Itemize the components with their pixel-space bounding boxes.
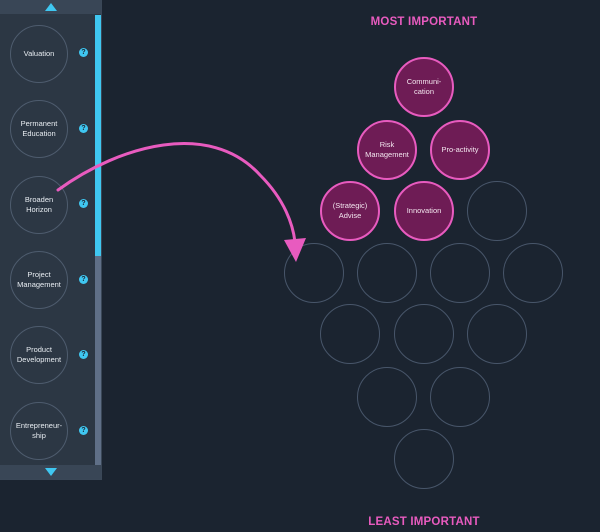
pyramid-slot[interactable] <box>357 367 417 427</box>
pyramid-slot[interactable] <box>467 304 527 364</box>
pyramid-slot[interactable]: (Strategic) Advise <box>320 181 380 241</box>
help-icon[interactable]: ? <box>79 275 88 284</box>
sidebar-item-product-development[interactable]: Product Development <box>10 326 68 384</box>
help-icon[interactable]: ? <box>79 426 88 435</box>
sidebar-item-permanent-education[interactable]: Permanent Education <box>10 100 68 158</box>
pyramid-slot[interactable] <box>430 243 490 303</box>
triangle-down-icon <box>45 468 57 476</box>
sidebar-item-valuation[interactable]: Valuation <box>10 25 68 83</box>
most-important-label: MOST IMPORTANT <box>370 16 478 28</box>
pyramid-slot[interactable]: Risk Management <box>357 120 417 180</box>
pyramid-slot[interactable] <box>320 304 380 364</box>
scroll-down-button[interactable] <box>0 465 101 479</box>
pyramid-slot[interactable]: Communi- cation <box>394 57 454 117</box>
help-icon[interactable]: ? <box>79 350 88 359</box>
help-icon[interactable]: ? <box>79 48 88 57</box>
pyramid-slot[interactable] <box>430 367 490 427</box>
sidebar-item-project-management[interactable]: Project Management <box>10 251 68 309</box>
help-icon[interactable]: ? <box>79 199 88 208</box>
pyramid-slot[interactable]: Innovation <box>394 181 454 241</box>
least-important-label: LEAST IMPORTANT <box>368 516 480 528</box>
pyramid-slot[interactable] <box>357 243 417 303</box>
pyramid-slot[interactable]: Pro-activity <box>430 120 490 180</box>
help-icon[interactable]: ? <box>79 124 88 133</box>
triangle-up-icon <box>45 3 57 11</box>
sidebar-item-broaden-horizon[interactable]: Broaden Horizon <box>10 176 68 234</box>
scroll-up-button[interactable] <box>0 0 101 14</box>
scrollbar-track[interactable] <box>95 15 101 465</box>
sidebar-list: Valuation ? Permanent Education ? Broade… <box>0 0 102 480</box>
scrollbar-thumb[interactable] <box>95 15 101 256</box>
sidebar-item-entrepreneurship[interactable]: Entrepreneur- ship <box>10 402 68 460</box>
pyramid-slot[interactable] <box>394 304 454 364</box>
pyramid-slot[interactable] <box>284 243 344 303</box>
pyramid-slot[interactable] <box>503 243 563 303</box>
pyramid-slot[interactable] <box>394 429 454 489</box>
pyramid-slot[interactable] <box>467 181 527 241</box>
